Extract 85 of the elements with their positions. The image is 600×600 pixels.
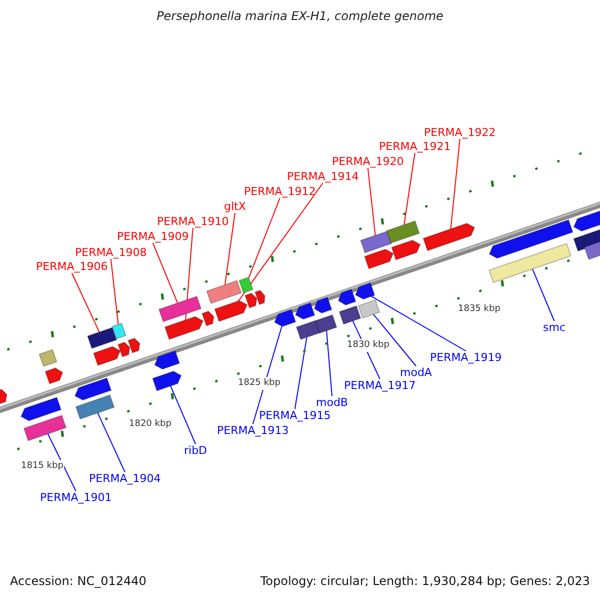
scale-label: 1820 kbp xyxy=(128,418,172,431)
gene-label: PERMA_1921 xyxy=(379,140,451,153)
gene-feature xyxy=(38,348,58,368)
gene-feature xyxy=(294,302,316,320)
leader-line xyxy=(47,433,76,492)
gene-feature xyxy=(338,288,356,306)
gene-label: PERMA_1917 xyxy=(344,379,416,392)
gene-label: PERMA_1920 xyxy=(332,155,404,168)
gene-feature xyxy=(0,388,8,404)
scale-label: 1835 kbp xyxy=(457,303,502,316)
leader-line xyxy=(372,314,416,366)
footer-text: Topology: circular; Length: 1,930,284 bp; Genes: 2,023 xyxy=(260,575,590,588)
gene-label: smc xyxy=(543,321,566,334)
leader-line xyxy=(532,268,555,322)
gene-label: gltX xyxy=(224,200,246,213)
footer-text: Accession: NC_012440 xyxy=(10,575,146,588)
gene-label: PERMA_1912 xyxy=(244,185,316,198)
gene-feature xyxy=(75,394,115,420)
gene-label: ribD xyxy=(184,444,208,457)
gene-label: PERMA_1909 xyxy=(117,230,189,243)
title: Persephonella marina EX-H1, complete genome xyxy=(156,10,444,23)
gene-feature xyxy=(391,240,421,260)
leader-line xyxy=(71,272,100,333)
gene-feature xyxy=(23,414,67,442)
gene-feature xyxy=(422,222,476,252)
leader-line xyxy=(97,412,126,472)
gene-label: PERMA_1910 xyxy=(157,215,229,228)
gene-feature xyxy=(164,316,204,340)
gene-label: PERMA_1922 xyxy=(424,126,496,139)
gene-feature xyxy=(128,338,140,354)
gene-feature xyxy=(358,299,380,319)
gene-label: modB xyxy=(316,396,348,409)
gene-feature xyxy=(488,219,574,259)
gene-label: PERMA_1904 xyxy=(89,472,161,485)
gene-feature xyxy=(44,367,64,384)
leader-line xyxy=(238,182,324,302)
leader-line xyxy=(294,336,308,410)
gene-label: PERMA_1919 xyxy=(430,351,502,364)
gene-feature xyxy=(296,320,320,340)
gene-feature xyxy=(112,322,126,340)
scale-label: 1825 kbp xyxy=(237,377,282,390)
gene-feature xyxy=(314,296,332,314)
gene-feature xyxy=(573,228,600,252)
gene-feature xyxy=(158,296,202,322)
scale-label: 1830 kbp xyxy=(346,339,390,352)
gene-feature xyxy=(152,370,182,392)
leader-line xyxy=(370,296,466,352)
leader-line xyxy=(404,152,416,226)
gene-feature xyxy=(584,240,600,260)
leader-line xyxy=(170,386,196,444)
gene-feature xyxy=(74,377,112,401)
gene-label: PERMA_1901 xyxy=(40,491,112,504)
gene-feature xyxy=(274,308,296,327)
gene-label: PERMA_1913 xyxy=(217,424,289,437)
gene-feature xyxy=(206,280,242,304)
gene-feature xyxy=(244,292,258,308)
gene-feature xyxy=(154,350,180,370)
gene-label: modA xyxy=(400,366,432,379)
gene-feature xyxy=(386,220,420,244)
gene-feature xyxy=(238,276,254,294)
leader-line xyxy=(224,212,236,286)
leader-line xyxy=(326,330,332,396)
gene-label: PERMA_1908 xyxy=(75,246,147,259)
gene-label: PERMA_1906 xyxy=(36,260,108,273)
gene-feature xyxy=(202,310,214,326)
gene-feature xyxy=(20,396,62,422)
gene-feature xyxy=(314,314,338,334)
gene-feature xyxy=(488,242,572,284)
leader-line xyxy=(252,326,282,424)
scale-label: 1815 kbp xyxy=(20,460,64,473)
gene-feature xyxy=(360,230,392,254)
leader-line xyxy=(367,168,376,236)
leader-line xyxy=(248,198,280,278)
gene-feature xyxy=(354,282,376,300)
gene-label: PERMA_1914 xyxy=(287,170,359,183)
leader-line xyxy=(152,242,178,304)
gene-feature xyxy=(254,290,266,306)
gene-feature xyxy=(118,342,130,358)
gene-label: PERMA_1915 xyxy=(259,409,331,422)
gene-feature xyxy=(86,326,118,350)
leader-line xyxy=(450,138,460,230)
gene-feature xyxy=(338,305,362,325)
gene-feature xyxy=(573,210,600,232)
leader-line xyxy=(110,258,119,325)
gene-feature xyxy=(364,248,394,270)
